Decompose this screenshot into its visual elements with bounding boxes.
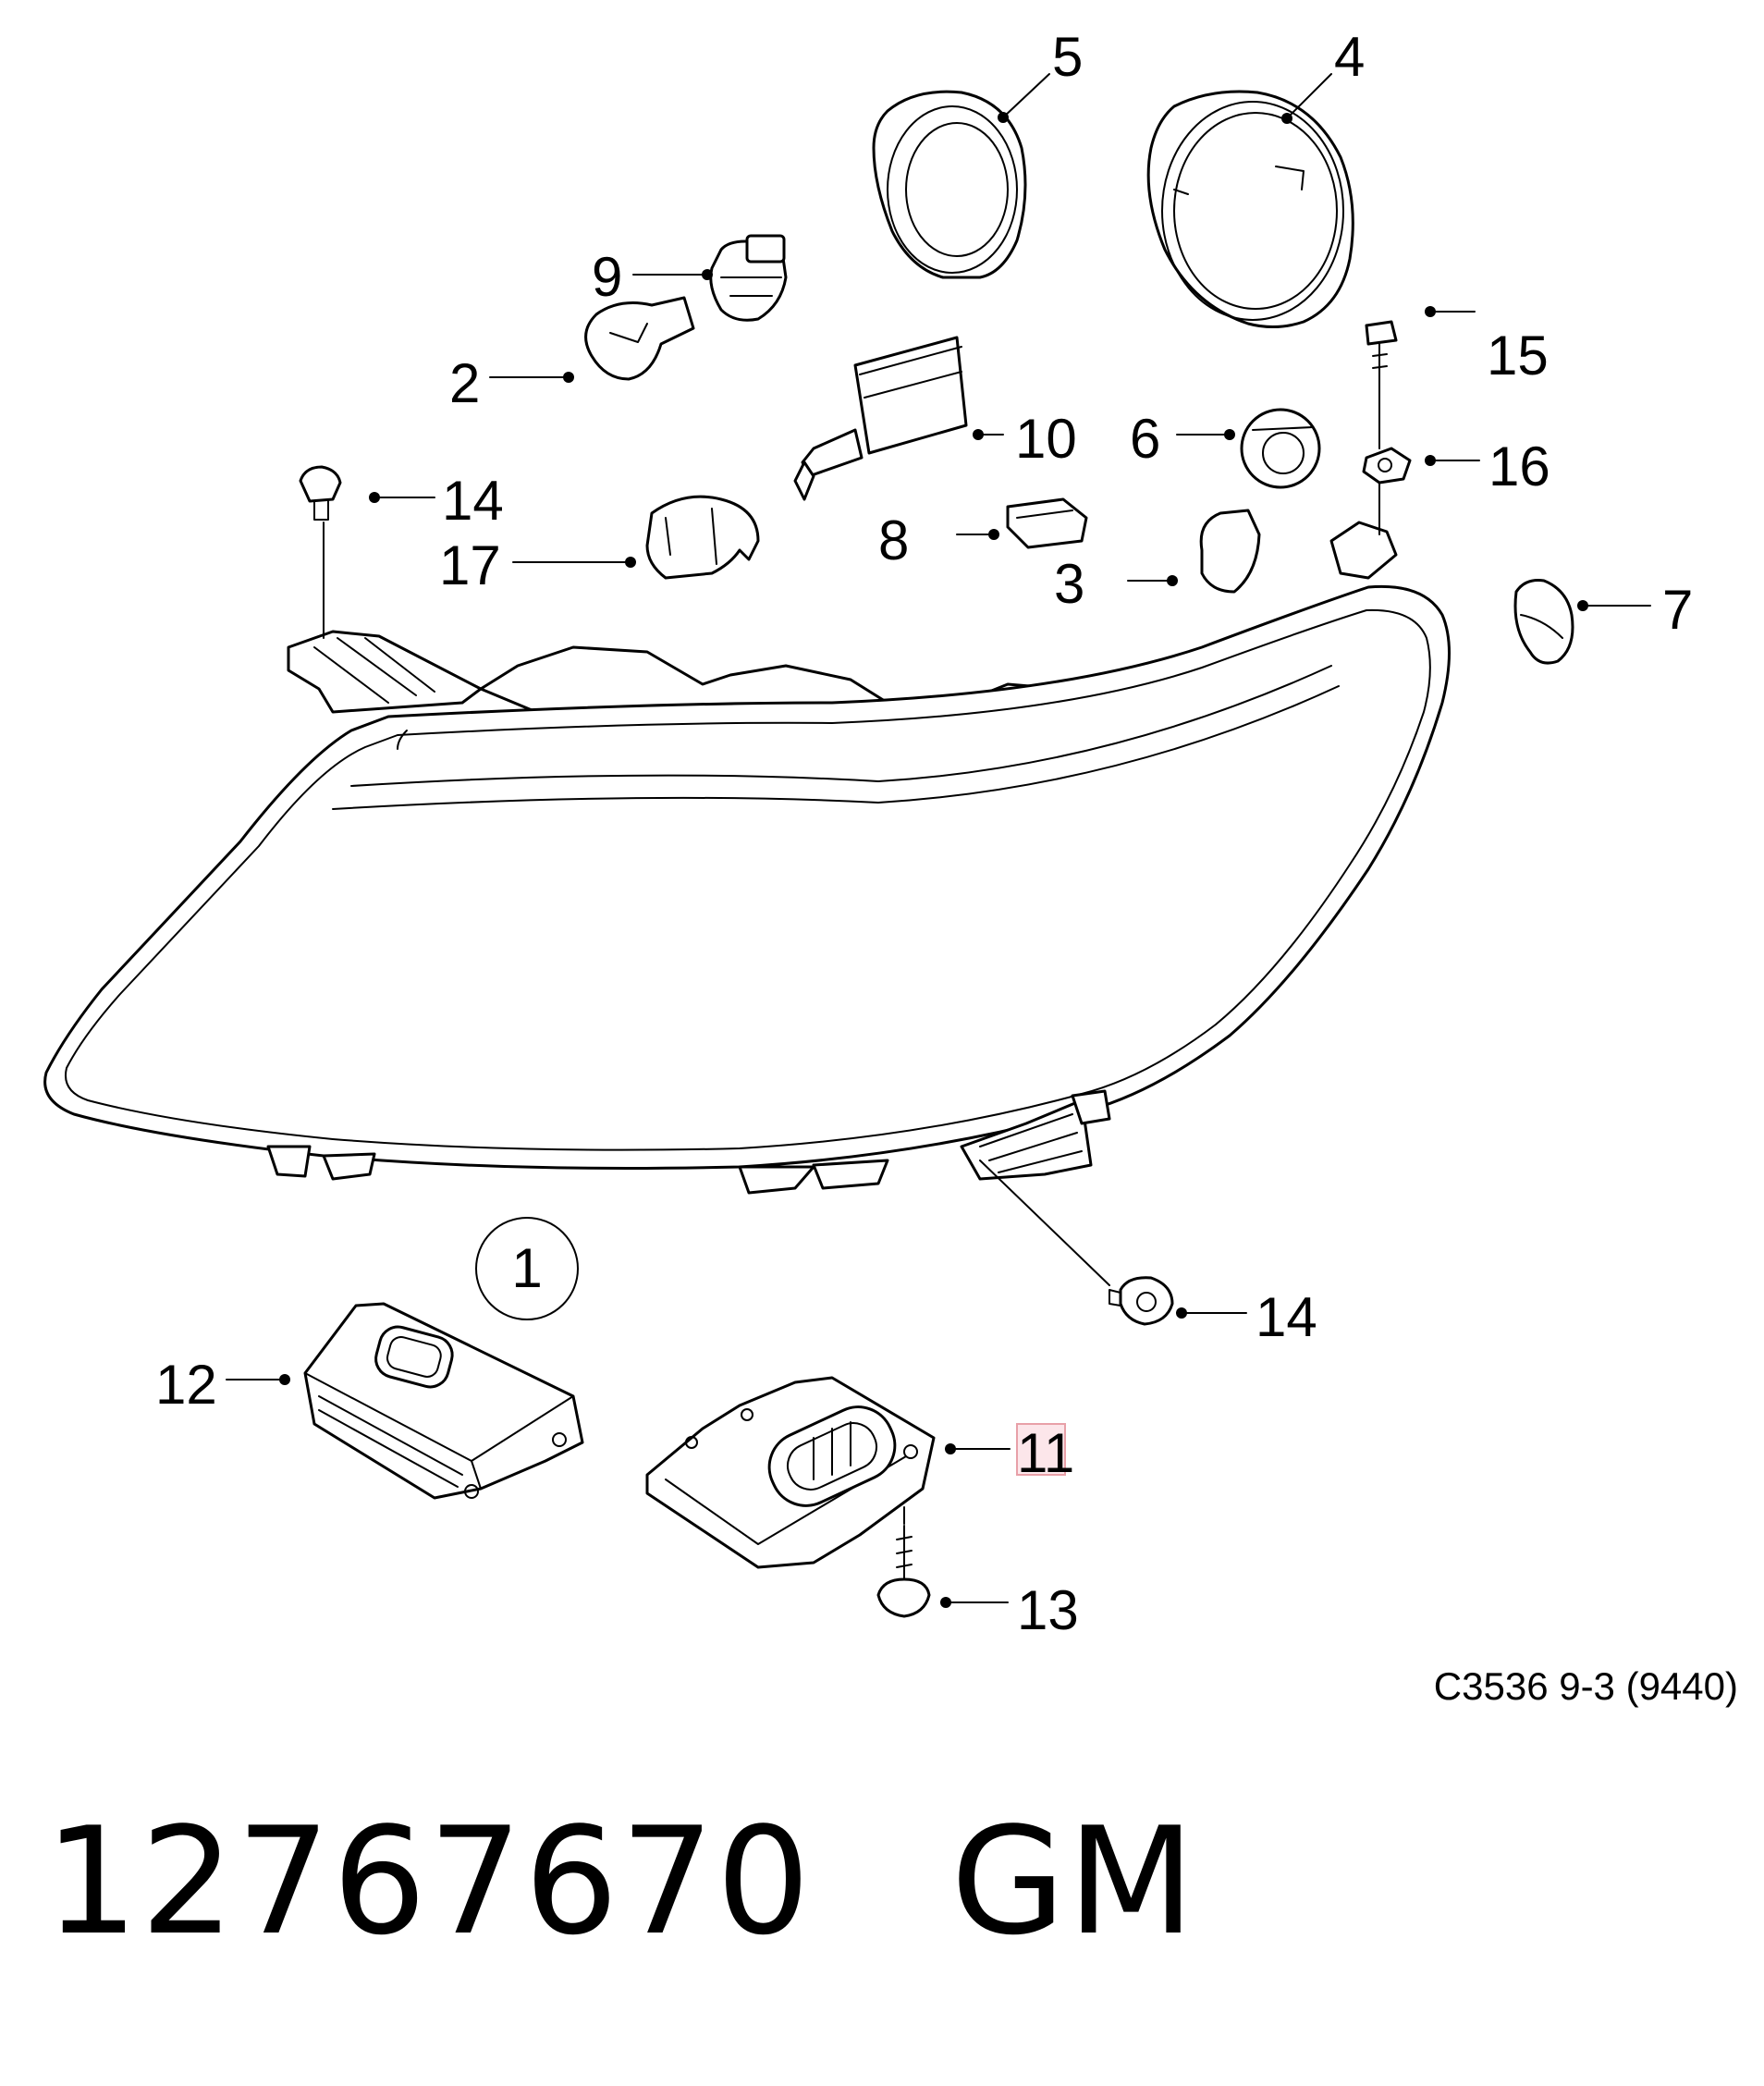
part-10-xenon-bulb (793, 336, 968, 501)
leader-lines (226, 73, 1651, 1603)
callout-2: 2 (449, 352, 480, 414)
callout-15: 15 (1487, 325, 1549, 387)
part-12-control-unit (303, 1302, 584, 1500)
callout-9: 9 (592, 246, 622, 308)
callout-5: 5 (1052, 26, 1083, 88)
part-15-screw (1365, 320, 1398, 382)
callout-4: 4 (1334, 26, 1365, 88)
callout-6: 6 (1130, 408, 1160, 470)
callout-11-highlight (1016, 1423, 1066, 1476)
diagram-reference-code: C3536 9-3 (9440) (1434, 1664, 1738, 1708)
assembly-circle (475, 1217, 579, 1320)
callout-11: 11 (1017, 1422, 1074, 1484)
part-4-retaining-ring (1146, 90, 1354, 328)
callout-3: 3 (1054, 553, 1084, 615)
leader-dots (279, 112, 1588, 1608)
callout-10: 10 (1015, 408, 1077, 470)
callout-12: 12 (155, 1354, 217, 1416)
callout-14-lower: 14 (1256, 1286, 1317, 1348)
callout-8: 8 (878, 509, 909, 571)
part-9-bulb-socket (709, 234, 788, 322)
headlamp-housing (43, 521, 1451, 1195)
part-17-retainer (645, 495, 760, 580)
part-14-lower-fastener (1109, 1276, 1174, 1326)
callout-13: 13 (1017, 1579, 1079, 1641)
part-13-screw (876, 1525, 931, 1618)
callout-17: 17 (439, 534, 501, 596)
assembly-label: 1 (511, 1237, 542, 1299)
part-5-cap-ring (872, 90, 1027, 279)
part-number: 12767670 (44, 1795, 813, 1968)
part-7-clip (1513, 579, 1574, 665)
part-16-nut (1362, 447, 1412, 485)
part-14-upper-fastener (299, 465, 342, 521)
manufacturer: GM (950, 1795, 1197, 1968)
part-11-control-unit (645, 1376, 936, 1569)
part-6-socket (1240, 408, 1321, 489)
part-8-connector (1006, 497, 1088, 549)
part-2-bulb (584, 296, 695, 381)
part-3-bulb (1199, 509, 1261, 594)
callout-labels: 5 4 9 2 10 6 15 16 14 17 8 3 7 14 12 11 … (155, 26, 1738, 1708)
callout-7: 7 (1662, 579, 1693, 641)
callout-14-upper: 14 (442, 470, 504, 532)
callout-16: 16 (1488, 436, 1550, 497)
